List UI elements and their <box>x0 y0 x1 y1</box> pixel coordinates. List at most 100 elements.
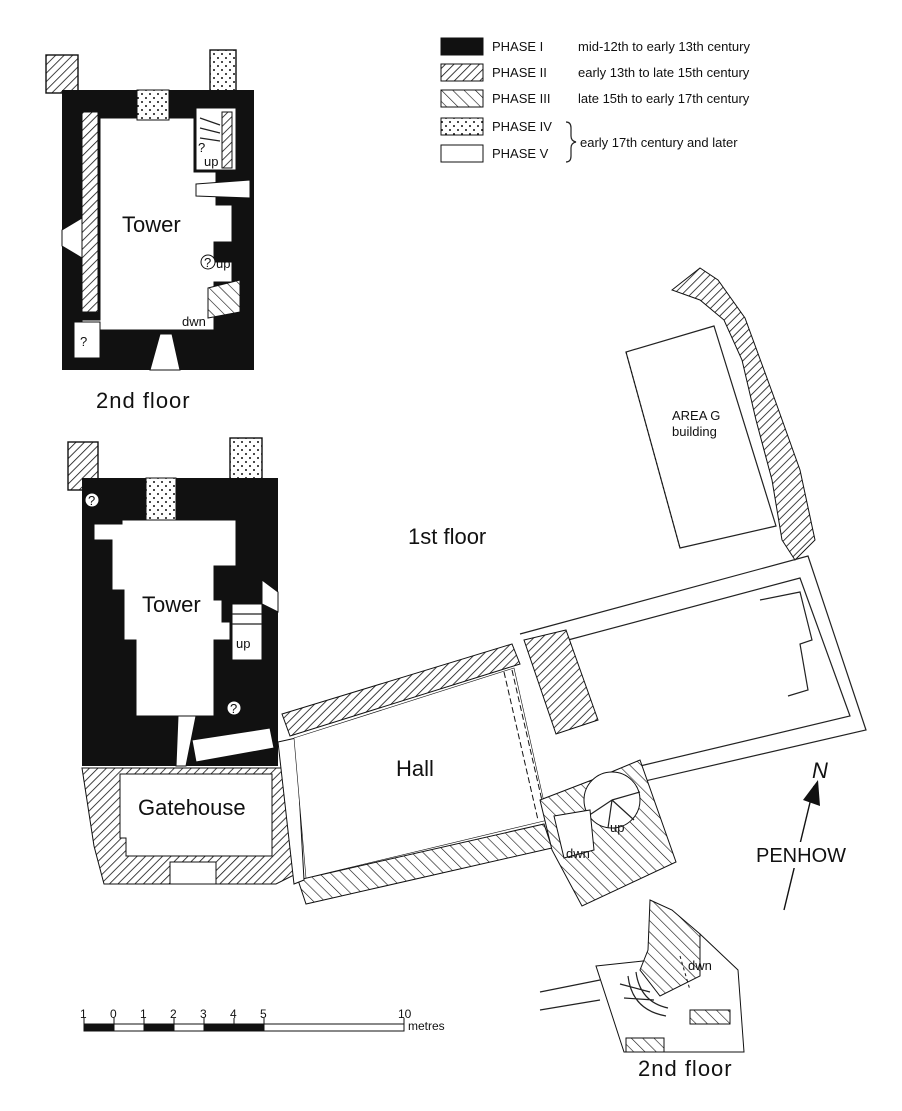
window-phase-4 <box>145 477 177 521</box>
scale-bar: 1 0 1 2 3 4 5 10 metres <box>80 1007 445 1033</box>
scale-label: 3 <box>200 1007 207 1021</box>
legend: PHASE I mid-12th to early 13th century P… <box>440 37 750 163</box>
passage <box>191 727 275 763</box>
gatehouse: Gatehouse <box>81 767 297 885</box>
question-mark: ? <box>80 334 87 349</box>
stair-turret-lining <box>221 111 233 169</box>
window-phase-4 <box>136 89 170 121</box>
penhow-label: PENHOW <box>756 845 846 867</box>
hall: up dwn Hall <box>277 629 677 907</box>
second-floor-tower-caption: 2nd floor <box>96 388 191 413</box>
question-mark: ? <box>198 140 205 155</box>
legend-swatch-hatch-sparse <box>440 89 484 108</box>
tower-lower-label: Tower <box>142 592 201 617</box>
stair-up-label: up <box>610 820 624 835</box>
scale-label: 4 <box>230 1007 237 1021</box>
penhow-label-bg <box>752 842 852 868</box>
area-g-tick-edge <box>625 351 681 549</box>
stair-down-wedge <box>553 809 595 859</box>
legend-swatch-hatch-dense <box>440 63 484 82</box>
scale-label: 2 <box>170 1007 177 1021</box>
north-arrow-head <box>803 780 820 806</box>
scale-segment <box>84 1024 114 1031</box>
legend-phase-label: PHASE I <box>492 39 543 54</box>
area-g-outline <box>625 325 777 549</box>
scale-label: 5 <box>260 1007 267 1021</box>
legend-phase-label: PHASE II <box>492 65 547 80</box>
area-g-label-line1: AREA G <box>672 408 720 423</box>
wall-stub <box>45 54 79 94</box>
scale-segment <box>234 1024 264 1031</box>
east-range <box>519 555 867 785</box>
scale-label: 1 <box>140 1007 147 1021</box>
north-arrow: N PENHOW <box>752 758 852 911</box>
gate-opening <box>169 861 217 885</box>
legend-period-label: mid-12th to early 13th century <box>578 39 750 54</box>
scale-label: 10 <box>398 1007 412 1021</box>
legend-phase-label: PHASE V <box>492 146 549 161</box>
window-embrasure <box>149 333 181 371</box>
stair-down-label: dwn <box>182 314 206 329</box>
stair-second-floor-plan: dwn <box>539 899 745 1053</box>
question-marker <box>84 492 100 508</box>
stair-steps <box>199 117 221 142</box>
north-label: N <box>812 758 828 783</box>
stair-down-label: dwn <box>566 846 590 861</box>
first-floor-caption: 1st floor <box>408 524 486 549</box>
gatehouse-label: Gatehouse <box>138 795 246 820</box>
screens-passage <box>503 669 547 821</box>
tower-second-floor-plan: Tower ? up ? up dwn ? <box>45 49 254 371</box>
question-mark: ? <box>230 701 237 716</box>
legend-item-phase-1: PHASE I mid-12th to early 13th century <box>440 37 750 56</box>
stair-down-label: dwn <box>688 958 712 973</box>
tower-room-interior <box>93 519 237 717</box>
east-range-bay <box>759 591 813 697</box>
scale-unit-label: metres <box>408 1019 445 1033</box>
east-range-inner <box>567 577 851 767</box>
spiral-steps <box>587 791 641 829</box>
legend-period-label: early 13th to late 15th century <box>578 65 750 80</box>
hall-label: Hall <box>396 756 434 781</box>
stair-up-label: up <box>216 256 230 271</box>
scale-segment <box>204 1024 234 1031</box>
stair-up-label: up <box>236 636 250 651</box>
wall-segment <box>625 1037 665 1053</box>
link-passage <box>539 979 601 1011</box>
scale-label: 1 <box>80 1007 87 1021</box>
question-mark: ? <box>204 255 211 270</box>
wall-segment <box>689 1009 731 1025</box>
wall-lining-phase-2 <box>81 111 99 313</box>
hall-east-block <box>523 629 599 735</box>
scale-segment <box>144 1024 174 1031</box>
legend-item-phase-2: PHASE II early 13th to late 15th century <box>440 63 750 82</box>
question-mark: ? <box>88 493 95 508</box>
area-g-building: AREA G building <box>625 267 816 561</box>
stair-steps <box>232 613 262 625</box>
legend-phase-label: PHASE IV <box>492 119 552 134</box>
area-g-label-line2: building <box>672 424 717 439</box>
east-range-outline <box>519 555 867 785</box>
wall-stub <box>229 437 263 481</box>
second-floor-stair-caption: 2nd floor <box>638 1056 733 1081</box>
legend-swatch-solid <box>440 37 484 56</box>
legend-brace <box>565 121 577 163</box>
question-marker <box>226 700 242 716</box>
door-recess <box>261 579 279 613</box>
corner-closet <box>73 321 101 359</box>
legend-period-label: late 15th to early 17th century <box>578 91 750 106</box>
window-embrasure <box>175 715 197 767</box>
tower-first-floor-plan: ? up ? Tower <box>67 437 279 767</box>
spiral-steps <box>619 971 669 1017</box>
legend-item-phase-5: PHASE V <box>440 144 549 163</box>
window-embrasure <box>195 179 251 199</box>
legend-phase-label: PHASE III <box>492 91 551 106</box>
legend-item-phase-3: PHASE III late 15th to early 17th centur… <box>440 89 750 108</box>
tower-upper-label: Tower <box>122 212 181 237</box>
wall-stub <box>209 49 237 93</box>
hall-north-wall <box>281 643 521 737</box>
legend-brace-label: early 17th century and later <box>580 135 738 150</box>
stair-walls <box>639 899 701 997</box>
scale-label: 0 <box>110 1007 117 1021</box>
legend-swatch-dots <box>440 117 484 136</box>
window-embrasure <box>61 217 83 259</box>
